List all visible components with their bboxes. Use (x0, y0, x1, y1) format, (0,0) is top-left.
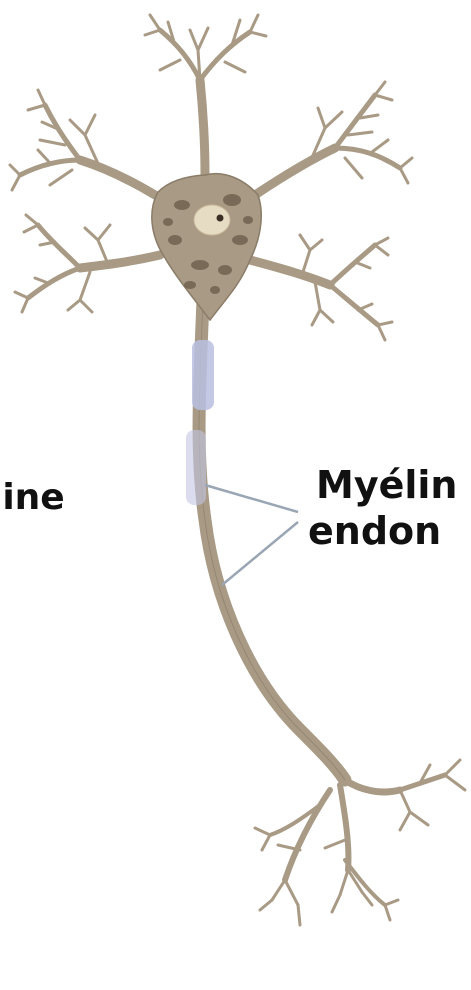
label-myelin-right-line1: Myélin (316, 466, 457, 504)
nucleolus (217, 215, 224, 222)
label-myelin-left: line (0, 480, 65, 516)
myelin-segment-1 (192, 340, 214, 410)
nucleus (194, 205, 230, 235)
label-myelin-right-line2: endon (308, 512, 441, 550)
myelin-segment-2 (186, 430, 206, 505)
